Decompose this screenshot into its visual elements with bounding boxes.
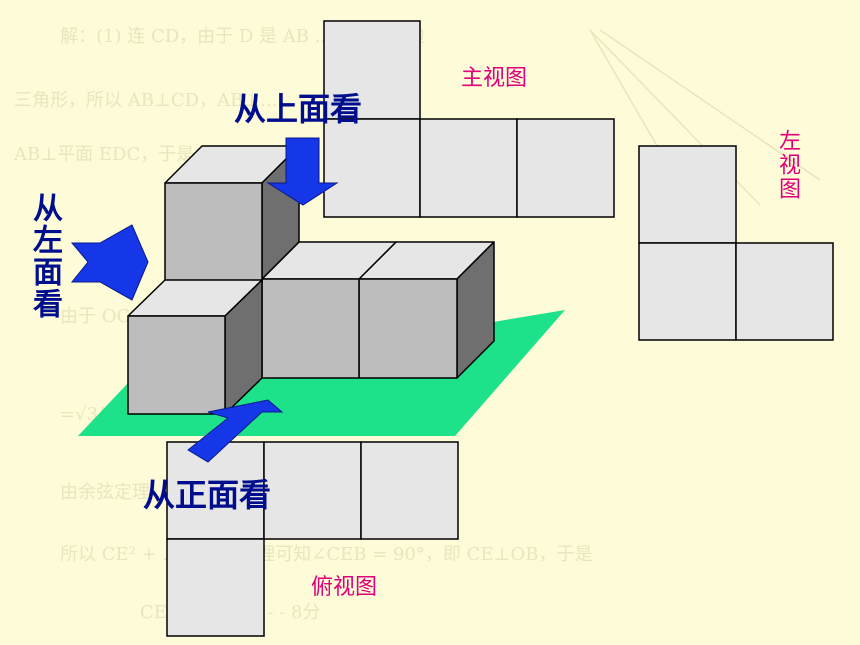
left-view-label: 左视图 [775, 129, 800, 201]
top-view-cell [360, 441, 459, 540]
left-view-cell [638, 242, 737, 341]
svg-text:AB⊥平面 EDC，于是: AB⊥平面 EDC，于是 [13, 144, 194, 165]
top-view-grid [166, 441, 459, 637]
arrow-right-icon [70, 224, 149, 301]
cube-back-middle-front [261, 278, 360, 379]
cube-front-front [127, 315, 226, 415]
svg-text:所以 CE² + ... 由勾股定理可知∠CEB = 90°: 所以 CE² + ... 由勾股定理可知∠CEB = 90°，即 CE⊥OB，于… [60, 544, 592, 565]
svg-text:三角形，所以 AB⊥CD，AB⊥...: 三角形，所以 AB⊥CD，AB⊥... [14, 90, 277, 111]
top-view-label: 俯视图 [311, 575, 378, 600]
front-view-label: 主视图 [461, 66, 528, 91]
top-view-cell [166, 538, 265, 637]
front-view-cell [419, 118, 518, 218]
top-view-cell [263, 441, 362, 540]
left-view-cell [638, 145, 737, 244]
arrow-down-icon [266, 137, 339, 206]
front-view-grid [323, 20, 615, 218]
from-top-label: 从上面看 [234, 90, 363, 128]
arrow-up-right-icon [187, 399, 284, 463]
cube-back-right-front [358, 278, 458, 379]
front-view-cell [323, 118, 421, 218]
top-view-cell [166, 441, 265, 540]
left-view-cell [735, 242, 834, 341]
from-left-label: 从左面看 [27, 192, 62, 320]
svg-text:由于 OC: 由于 OC [60, 306, 130, 327]
front-view-cell [323, 20, 421, 120]
cube-upper-front [164, 182, 263, 283]
from-front-label: 从正面看 [143, 476, 272, 514]
left-view-grid [638, 145, 834, 341]
front-view-cell [516, 118, 615, 218]
